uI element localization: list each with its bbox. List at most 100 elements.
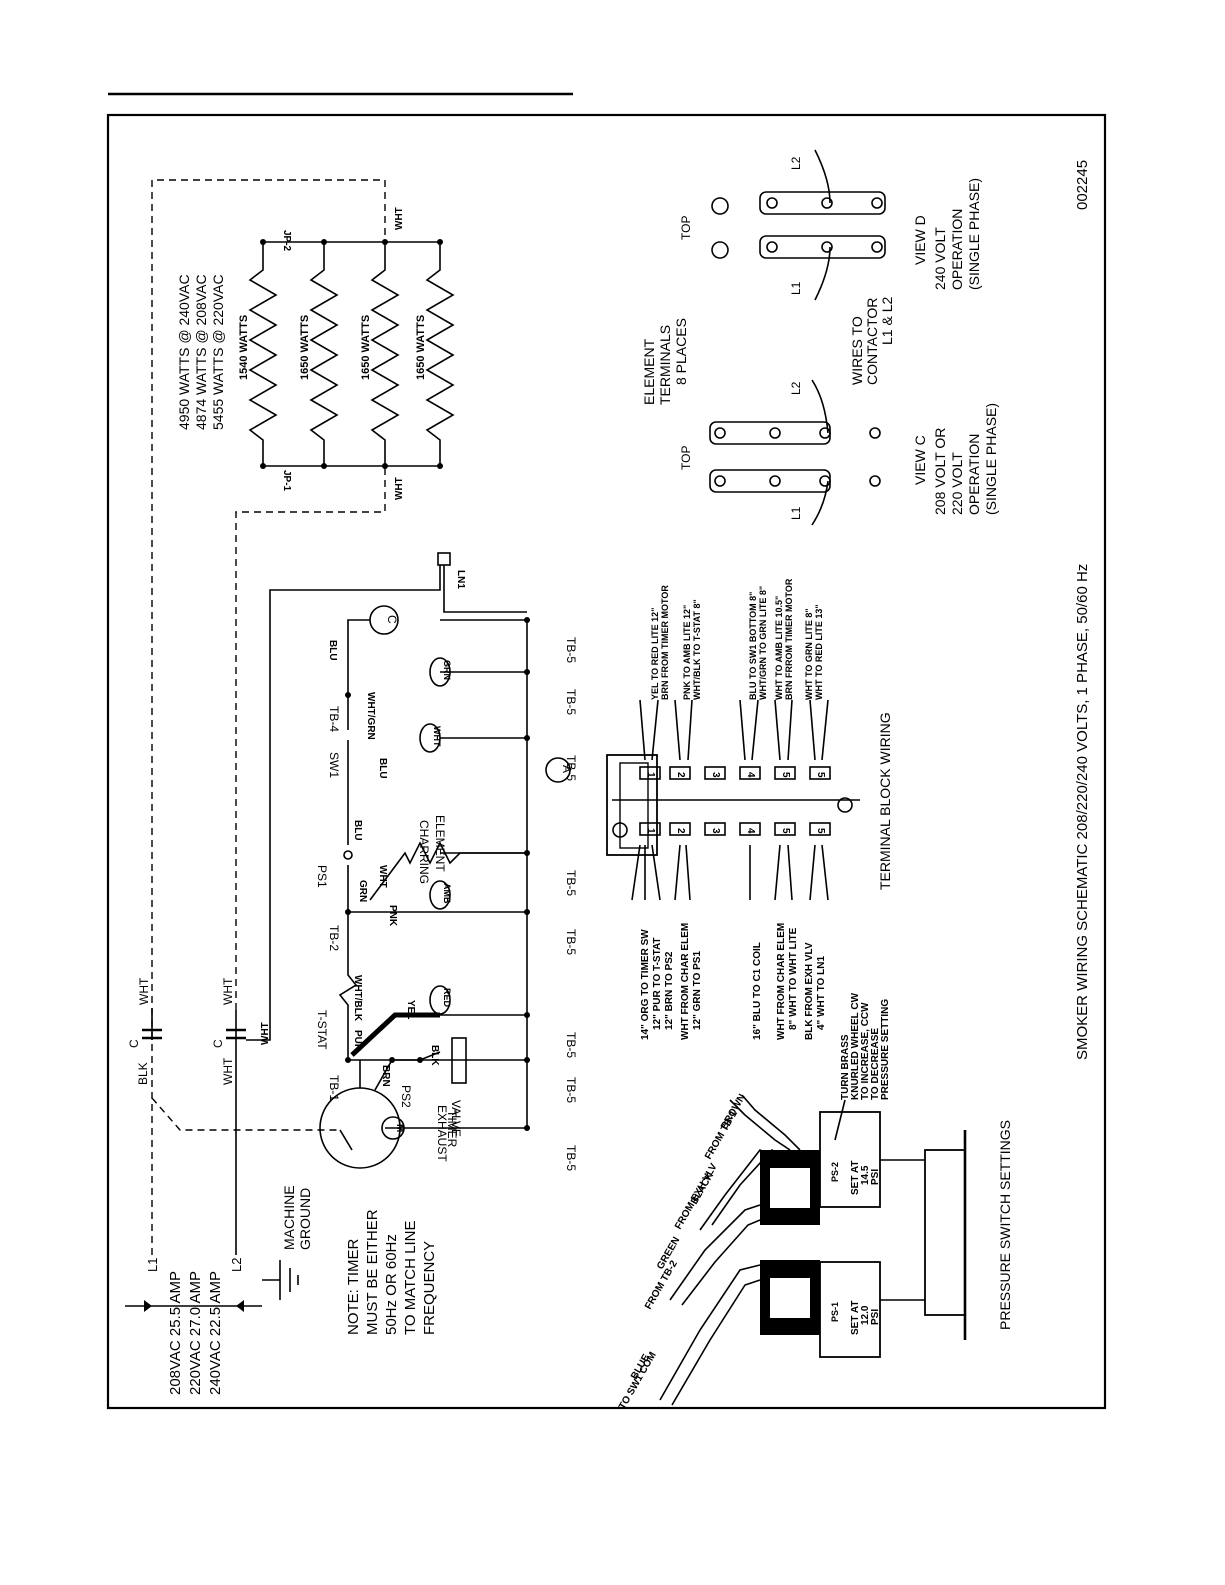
svg-text:KNURLED WHEEL CW: KNURLED WHEEL CW bbox=[850, 992, 861, 1100]
svg-text:TB-5: TB-5 bbox=[564, 1145, 578, 1171]
heater-rating-1: 4950 WATTS @ 240VAC bbox=[176, 274, 192, 430]
svg-text:8 PLACES: 8 PLACES bbox=[673, 318, 689, 385]
svg-text:EXHAUST: EXHAUST bbox=[435, 1105, 449, 1162]
l2-label: L2 bbox=[229, 1258, 244, 1272]
view-a-marker bbox=[545, 757, 571, 783]
svg-text:TO INCREASE, CCW: TO INCREASE, CCW bbox=[860, 1002, 871, 1100]
ln1-connector bbox=[437, 552, 451, 566]
drawing-number: 002245 bbox=[1074, 160, 1091, 210]
l2-dashed-line bbox=[235, 466, 386, 1010]
l1-dashed-line bbox=[151, 179, 386, 1255]
svg-text:50Hz OR 60Hz: 50Hz OR 60Hz bbox=[383, 1234, 400, 1335]
tstat-label: T-STAT bbox=[315, 1010, 329, 1050]
svg-text:CONTACTOR: CONTACTOR bbox=[864, 298, 880, 385]
tb-right-note-8: BRN FRROM TIMER MOTOR bbox=[784, 578, 794, 700]
heater-wht-label-2: WHT bbox=[394, 207, 405, 230]
timer-label: TIMER bbox=[445, 1110, 459, 1148]
svg-text:BLU: BLU bbox=[377, 758, 388, 779]
svg-text:MUST BE EITHER: MUST BE EITHER bbox=[364, 1209, 381, 1335]
drawing-frame bbox=[106, 113, 1107, 1410]
wht-top-label: WHT bbox=[260, 1022, 271, 1045]
svg-text:FREQUENCY: FREQUENCY bbox=[421, 1241, 438, 1335]
svg-text:PSI: PSI bbox=[870, 1309, 881, 1325]
svg-text:YEL: YEL bbox=[405, 1000, 416, 1019]
l1-label: L1 bbox=[145, 1258, 160, 1272]
svg-text:VIEW C: VIEW C bbox=[912, 435, 928, 485]
tb-num-1a: 1 bbox=[645, 772, 656, 778]
element-1-label: 1540 WATTS bbox=[238, 315, 250, 380]
svg-text:TB-5: TB-5 bbox=[564, 1077, 578, 1103]
tb-left-note-10: 4" WHT TO LN1 bbox=[816, 956, 827, 1030]
supply-blk-label: BLK bbox=[136, 1062, 150, 1085]
tb1-label: TB-1 bbox=[327, 1075, 341, 1101]
tb-left-note-4: WHT FROM CHAR ELEM bbox=[680, 923, 691, 1040]
svg-text:AMB: AMB bbox=[442, 883, 452, 904]
svg-text:5: 5 bbox=[815, 772, 826, 778]
tb-left-note-3: 12" BRN TO PS2 bbox=[664, 951, 675, 1030]
svg-text:VALVE: VALVE bbox=[449, 1100, 463, 1137]
element-2-label: 1650 WATTS bbox=[299, 315, 311, 380]
svg-text:A: A bbox=[560, 765, 574, 773]
svg-text:TO DECREASE: TO DECREASE bbox=[870, 1028, 881, 1100]
svg-text:5: 5 bbox=[780, 828, 791, 834]
tb-left-note-1: 14" ORG TO TIMER SW bbox=[640, 929, 651, 1040]
svg-text:14.5: 14.5 bbox=[860, 1165, 871, 1185]
svg-text:5: 5 bbox=[815, 828, 826, 834]
svg-text:BLACK: BLACK bbox=[689, 1170, 716, 1206]
terminal-block-title: TERMINAL BLOCK WIRING bbox=[877, 712, 893, 890]
svg-text:BRN: BRN bbox=[380, 1065, 391, 1087]
svg-text:12.0: 12.0 bbox=[860, 1305, 871, 1325]
svg-text:L1: L1 bbox=[789, 506, 803, 520]
svg-text:TOP: TOP bbox=[679, 216, 693, 240]
contactor-coil bbox=[369, 605, 399, 635]
svg-text:TB-5: TB-5 bbox=[564, 1032, 578, 1058]
svg-text:BLU: BLU bbox=[352, 820, 363, 841]
supply-row-2: 220VAC 27.0 AMP bbox=[187, 1271, 204, 1395]
svg-text:GRN: GRN bbox=[442, 660, 452, 680]
tb-right-note-1: YEL TO RED LITE 12" bbox=[650, 608, 660, 700]
wht-lamp bbox=[419, 723, 441, 753]
element-4-label: 1650 WATTS bbox=[415, 315, 427, 380]
svg-text:4: 4 bbox=[745, 772, 756, 778]
svg-text:TB-5: TB-5 bbox=[564, 929, 578, 955]
jp2-label: JP-2 bbox=[281, 230, 292, 252]
supply-row-1: 208VAC 25.5 AMP bbox=[167, 1271, 184, 1395]
svg-text:WIRES TO: WIRES TO bbox=[849, 316, 865, 385]
tb-right-note-9: WHT TO GRN LITE 8" bbox=[804, 608, 814, 700]
svg-text:PRESSURE SETTING: PRESSURE SETTING bbox=[880, 999, 891, 1100]
heater-elements: 1540 WATTS 1650 WATTS 1650 WATTS 1650 WA… bbox=[176, 207, 455, 500]
tb-right-note-2: BRN FROM TIMER MOTOR bbox=[660, 585, 670, 700]
svg-text:TURN BRASS: TURN BRASS bbox=[840, 1034, 851, 1100]
terminal-block: 1 1 2 2 3 3 4 4 5 5 5 5 bbox=[606, 578, 893, 1040]
svg-text:5: 5 bbox=[780, 772, 791, 778]
svg-text:SET AT: SET AT bbox=[850, 1301, 861, 1335]
tb-left-note-6: 16" BLU TO C1 COIL bbox=[752, 942, 763, 1040]
svg-text:TO MATCH LINE: TO MATCH LINE bbox=[402, 1221, 419, 1335]
tb-right-note-7: WHT TO AMB LITE 10.5" bbox=[774, 596, 784, 700]
svg-text:PSI: PSI bbox=[870, 1169, 881, 1185]
svg-text:4: 4 bbox=[745, 828, 756, 834]
svg-text:TB-5: TB-5 bbox=[564, 870, 578, 896]
sw1-label: SW1 bbox=[327, 752, 341, 778]
svg-text:L2: L2 bbox=[789, 381, 803, 395]
tb-left-note-5: 12" GRN TO PS1 bbox=[692, 951, 703, 1030]
schematic-title: SMOKER WIRING SCHEMATIC 208/220/240 VOLT… bbox=[1074, 564, 1091, 1060]
svg-text:ELEMENT: ELEMENT bbox=[641, 338, 657, 405]
view-d-terminals bbox=[711, 149, 886, 301]
svg-text:GRN: GRN bbox=[357, 880, 368, 902]
jp1-label: JP-1 bbox=[281, 470, 292, 492]
svg-text:SET AT: SET AT bbox=[850, 1161, 861, 1195]
supply-section: C C BLK WHT WHT WHT WHT L1 L2 208VAC 25.… bbox=[125, 179, 441, 1395]
motor-label: M bbox=[394, 1124, 405, 1132]
heater-rating-2: 4874 WATTS @ 208VAC bbox=[193, 274, 209, 430]
tb4-label: TB-4 bbox=[327, 706, 341, 732]
svg-text:NOTE: TIMER: NOTE: TIMER bbox=[345, 1238, 362, 1335]
svg-text:TB-5: TB-5 bbox=[564, 689, 578, 715]
element-3-label: 1650 WATTS bbox=[360, 315, 372, 380]
tb-right-note-5: BLU TO SW1 BOTTOM 8" bbox=[748, 592, 758, 700]
svg-text:240 VOLT: 240 VOLT bbox=[932, 227, 948, 290]
contactor-c-l1: C bbox=[127, 1039, 141, 1048]
svg-text:(SINGLE PHASE): (SINGLE PHASE) bbox=[983, 403, 999, 515]
ps2-label: PS2 bbox=[399, 1085, 413, 1108]
svg-text:BLU: BLU bbox=[327, 640, 338, 661]
